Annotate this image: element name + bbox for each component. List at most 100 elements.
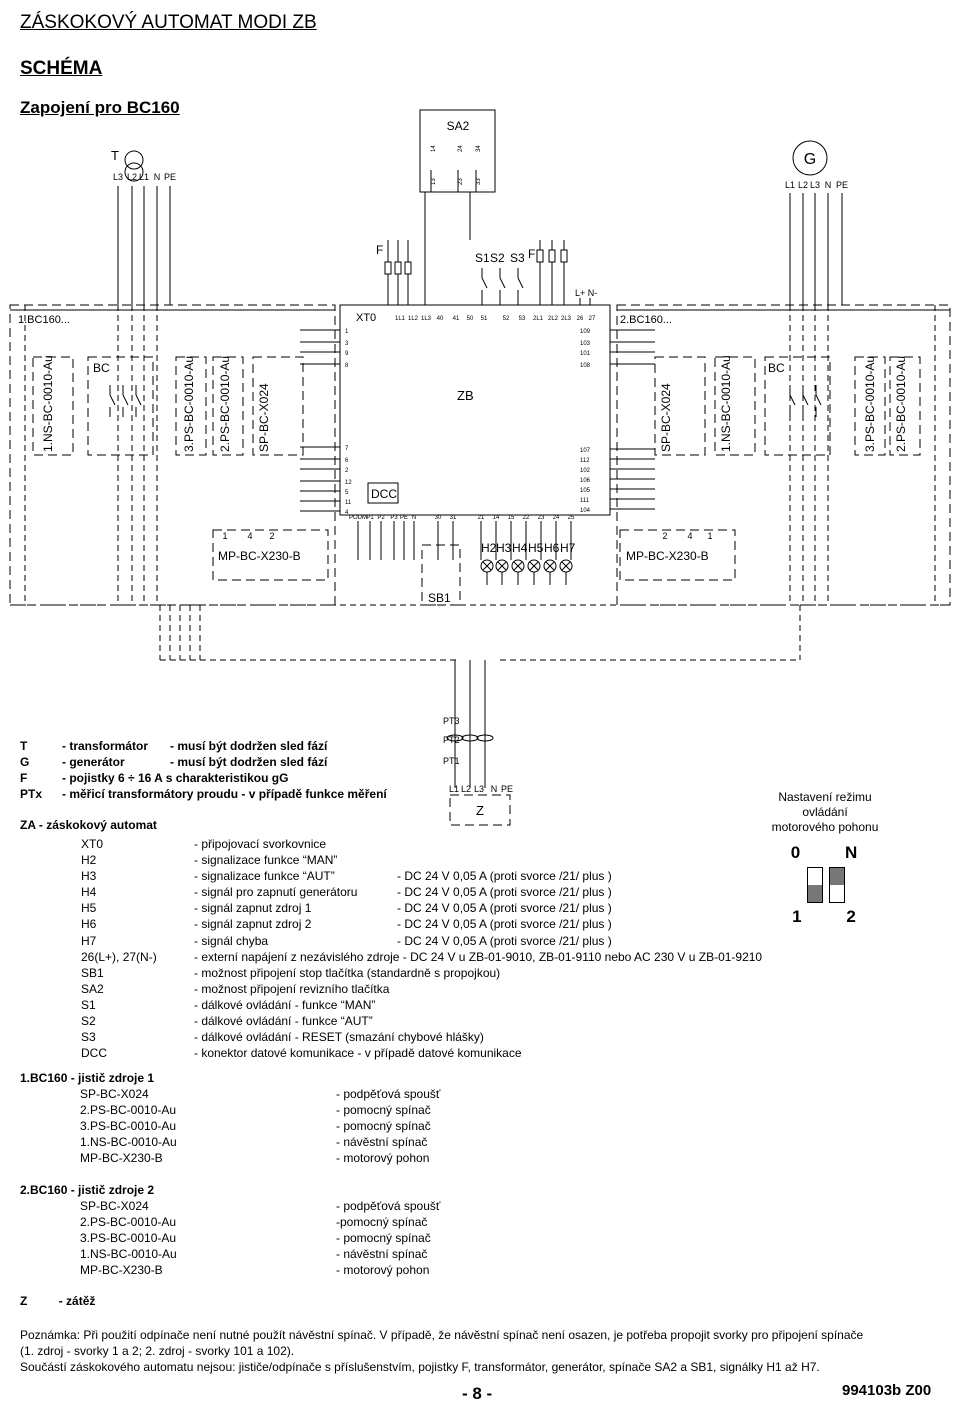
dip-switch-2[interactable]: [829, 867, 845, 903]
generator-terminal: L2: [798, 180, 808, 190]
source-symbol: 1.NS-BC-0010-Au: [80, 1247, 177, 1261]
transformer-coil: [124, 162, 144, 182]
legend-name: - generátor: [62, 755, 125, 769]
xt0-terminal-label: 1L1: [395, 316, 406, 322]
terminal-label: 2: [345, 468, 349, 474]
terminal-label: 105: [580, 488, 591, 494]
load-box: [449, 794, 511, 826]
module-box-right: [714, 356, 756, 456]
source-desc: - motorový pohon: [336, 1263, 430, 1277]
za-desc: - dálkové ovládání - RESET (smazání chyb…: [194, 1030, 484, 1045]
module-box-left: [175, 356, 207, 456]
sa2-pin: 14: [431, 145, 437, 152]
legend-src2: 2.BC160 - jistič zdroje 2 SP-BC-X024- po…: [20, 1182, 440, 1278]
xt0-terminal-label: 40: [437, 316, 444, 322]
lamp-cross: [513, 561, 523, 571]
page-title: ZÁSKOKOVÝ AUTOMAT MODI ZB: [20, 12, 317, 33]
module-box-left: [212, 356, 244, 456]
terminal-label: 9: [345, 351, 349, 357]
module-label: SP-BC-X024: [257, 383, 271, 452]
load-terminal: PE: [501, 784, 513, 794]
src1-heading: 1.BC160 - jistič zdroje 1: [20, 1071, 155, 1085]
mp-pin: 2: [662, 531, 667, 541]
za-row: DCC- konektor datové komunikace - v příp…: [20, 1045, 522, 1061]
module-box-left: [252, 356, 304, 456]
bottom-terminal-label: P1: [366, 515, 374, 521]
za-spec: - DC 24 V 0,05 A (proti svorce /21/ plus…: [397, 933, 612, 948]
legend-src1: 1.BC160 - jistič zdroje 1 SP-BC-X024 - po…: [20, 1070, 440, 1166]
terminal-label: 109: [580, 329, 591, 335]
legend-symbol: T: [20, 739, 28, 753]
generator-circle: [792, 140, 828, 176]
za-row: H2- signalizace funkce “MAN”: [20, 852, 337, 868]
za-desc: - signál pro zapnutí generátoru: [194, 885, 358, 900]
terminal-label: 7: [345, 446, 349, 452]
za-row: H6- signál zapnut zdroj 2- DC 24 V 0,05 …: [20, 916, 612, 932]
za-symbol: H6: [81, 917, 97, 932]
dip-switches[interactable]: [801, 867, 849, 905]
lamp-cross: [482, 561, 492, 571]
za-desc: - externí napájení z nezávislého zdroje …: [194, 949, 763, 964]
xt0-terminal-label: 51: [481, 316, 488, 322]
mp-pin: 4: [247, 531, 252, 541]
trafo-terminal: L2: [127, 172, 137, 182]
dcc-box: [367, 482, 399, 504]
legend-symbol: F: [20, 771, 28, 785]
terminal-label: 101: [580, 351, 591, 357]
lamp-label: H5: [528, 541, 544, 555]
za-symbol: DCC: [81, 1046, 107, 1061]
legend-symbol: G: [20, 755, 30, 769]
module-label-bc: BC: [768, 361, 785, 375]
sa2-pin: 34: [476, 145, 482, 152]
terminal-label: 102: [580, 468, 591, 474]
module-label: SP-BC-X024: [659, 383, 673, 452]
pt-label: PT2: [443, 735, 460, 745]
source-symbol: MP-BC-X230-B: [80, 1263, 163, 1277]
generator-label: G: [804, 151, 816, 168]
xt0-terminal-label: 2L2: [548, 316, 559, 322]
legend-name: - pojistky 6 ÷ 16 A s charakteristikou g…: [62, 771, 289, 785]
source-desc: - pomocný spínač: [336, 1103, 431, 1117]
module-label: 3.PS-BC-0010-Au: [182, 356, 196, 452]
terminal-label: 111: [580, 498, 590, 504]
bc160-2-label: 2.BC160...: [620, 314, 672, 326]
za-row: SA2- možnost připojení revizního tlačítk…: [20, 981, 389, 997]
xt0-terminal-label: 1L2: [408, 316, 419, 322]
trafo-terminal: L1: [139, 172, 149, 182]
bottom-terminal-label: 14: [493, 515, 500, 521]
za-desc: - dálkové ovládání - funkce “AUT”: [194, 1014, 373, 1029]
external-supply-label: L+ N-: [575, 288, 597, 298]
za-desc: - signál chyba: [194, 933, 269, 948]
za-desc: - dálkové ovládání - funkce “MAN”: [194, 997, 376, 1012]
z-symbol: Z: [20, 1294, 28, 1308]
source-symbol: 2.PS-BC-0010-Au: [80, 1215, 177, 1229]
za-symbol: H2: [81, 853, 97, 868]
sa2-pin: 23: [458, 178, 464, 185]
bottom-terminal-label: PODM: [349, 515, 367, 521]
xt0-terminal-label: 52: [503, 316, 510, 322]
dip-switch-1[interactable]: [807, 867, 823, 903]
za-desc: - možnost připojení revizního tlačítka: [194, 981, 390, 996]
mode-panel: Nastavení režimu ovládání motorového poh…: [760, 790, 890, 927]
lamp-cross: [497, 561, 507, 571]
source-row: 3.PS-BC-0010-Au- pomocný spínač: [20, 1230, 431, 1246]
note-line-1: Poznámka: Při použití odpínače není nutn…: [20, 1328, 864, 1342]
note-line-3: Součástí záskokového automatu nejsou: ji…: [20, 1360, 820, 1374]
fuse-label-right: F: [528, 247, 535, 261]
bottom-terminal-label: P3: [390, 515, 398, 521]
module-label: 1.NS-BC-0010-Au: [41, 355, 55, 452]
switch-wire: [499, 277, 506, 289]
module-box-right: [889, 356, 921, 456]
source-row: MP-BC-X230-B - motorový pohon: [20, 1262, 429, 1278]
source-symbol: SP-BC-X024: [80, 1087, 149, 1101]
mp-box-right: [619, 529, 736, 581]
za-symbol: H7: [81, 933, 97, 948]
za-symbol: H3: [81, 869, 97, 884]
generator-terminal: N: [825, 180, 832, 190]
source-row: MP-BC-X230-B- motorový pohon: [20, 1150, 429, 1166]
za-spec: - DC 24 V 0,05 A (proti svorce /21/ plus…: [397, 869, 612, 884]
fuse: [560, 249, 568, 263]
trafo-terminal: N: [154, 172, 161, 182]
za-symbol: H5: [81, 901, 97, 916]
legend-za: ZA - záskokový automat XT0- připojovací …: [20, 817, 762, 1061]
